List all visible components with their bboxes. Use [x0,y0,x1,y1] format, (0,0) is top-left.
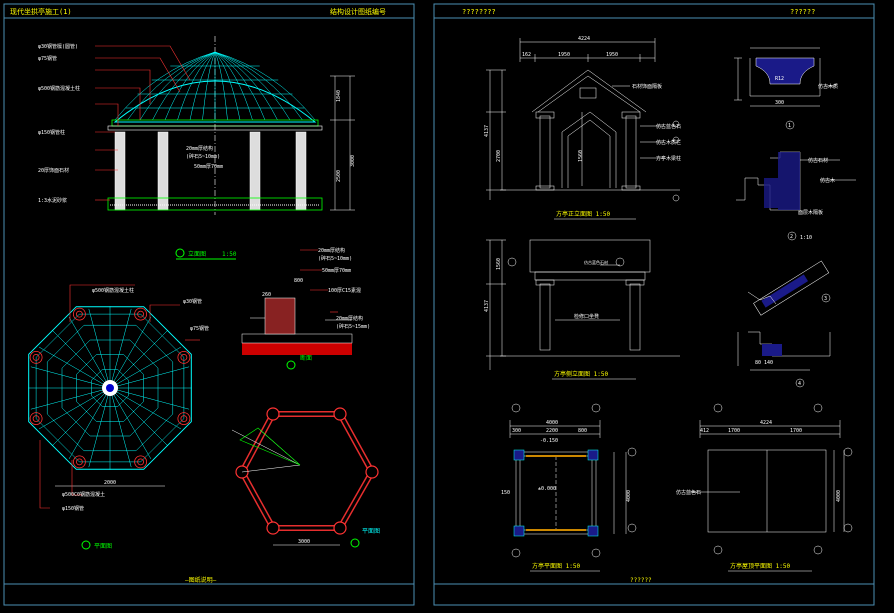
front-label-1: 石材饰面隔板 [632,83,662,90]
elev-label-2: φ75钢管 [38,55,57,62]
elev-dim-height: 3000 [350,155,356,167]
detail-label-3: 仿古木 [820,177,835,184]
front-label-2: 仿古蓝色石 [656,123,681,130]
side-elevation: 检修口坐凳 仿古蓝色石材 4137 1560 方亭侧立面图 1:50 [484,239,680,380]
side-dim-h3: 1560 [496,258,502,270]
detail-column: R12 300 仿古木质 1 仿古石材 仿古木 面层木隔板 2 1:10 3 8… [734,47,856,388]
elevation-title: 立面图 [188,250,206,258]
svg-text:R12: R12 [775,76,784,82]
roof-plan: 4224 1700 1700 412 4000 仿古蓝色石 方亭屋顶平面图 1:… [676,403,853,572]
plan-dim-side: 4000 [626,490,632,502]
left-header-code: 结构设计图纸编号 [330,7,386,16]
front-title: 方亭正立面图 1:50 [556,210,610,218]
elev-dim-col: 2500 [336,170,342,182]
right-sheet-frame [433,3,875,606]
svg-text:300: 300 [775,100,784,106]
elev-label-5: 20厚饰面石材 [38,167,69,174]
detail-label-4: 面层木隔板 [798,209,823,216]
footing-section: 20mm厚结构 (碎石5~10mm) 50mm厚70mm 100厚C15素混 2… [241,247,370,370]
sec-label-1: 20mm厚结构 [318,247,345,254]
left-sheet-frame [3,3,415,606]
sec-dim-a: 260 [262,292,271,298]
right-header-title: ???????? [462,8,496,16]
plan-elev: ±0.000 [538,486,556,492]
plan-label-1: φ500钢筋混凝土柱 [92,287,134,294]
detail-label-2: 仿古石材 [808,157,828,164]
roof-dim-r1: 1700 [728,428,740,434]
hex-base-plan: 3000 平面图 [231,407,380,548]
svg-text:80 140: 80 140 [755,360,773,366]
elev-center-3: 50mm厚70mm [194,164,223,170]
pavilion-plan: 4000 2200 800 300 -0.150 ±0.000 4000 150… [501,403,637,572]
elev-center-1: 20mm厚结构 [186,145,213,152]
detail-num-2: 2 [790,234,793,240]
sec-label-5: 20mm厚结构 [336,315,363,322]
front-dim-c: 162 [522,52,531,58]
sec-label-4: 100厚C15素混 [328,287,361,294]
plan-dim: 2000 [104,480,116,486]
plan-dim-p1: 4000 [546,420,558,426]
plan-label-5: φ150钢管 [62,505,84,512]
front-elevation: 4224 1950 1950 162 4137 2700 1560 石材饰面隔板… [484,36,681,220]
front-dim-w: 4224 [578,36,590,42]
detail-num-1: 1 [788,123,791,129]
elev-center-2: (碎石5~10mm) [186,153,220,160]
left-header-title: 现代坐拱亭施工(1) [10,7,72,16]
detail-num-3: 3 [824,296,827,302]
plan-label-3: φ75钢管 [190,325,209,332]
section-title: 断面 [300,354,312,362]
plan-title: 平面图 [94,543,112,550]
roof-dim-r2: 1700 [790,428,802,434]
hex-dim: 3000 [298,539,310,545]
dome-plan: 2000 φ500钢筋混凝土柱 φ30钢管 φ75钢管 φ500C0钢筋混凝土 … [28,284,209,550]
elev-dim-rise: 1840 [336,90,342,102]
side-label-1: 检修口坐凳 [574,313,599,320]
elev-label-3: φ500钢筋混凝土柱 [38,85,80,92]
roof-dim-side: 4000 [836,490,842,502]
plan-label-4: φ500C0钢筋混凝土 [62,491,105,498]
roof-dim-w: 4224 [760,420,772,426]
detail-label-1: 仿古木质 [818,83,838,90]
front-label-4: 方亭木梁柱 [656,155,681,162]
front-dim-h1: 4137 [484,125,490,137]
sec-dim-b: 800 [294,278,303,284]
plan-title-r: 方亭平面图 1:50 [532,562,580,570]
roof-title: 方亭屋顶平面图 1:50 [730,562,790,570]
right-header-code: ?????? [790,8,815,16]
sec-label-3: 50mm厚70mm [322,268,351,274]
elev-label-1: φ30钢管檩(圆管) [38,43,78,50]
plan-dim-gap: 150 [501,490,510,496]
detail-num-4: 4 [798,381,801,387]
sec-label-6: (碎石5~15mm) [336,323,370,330]
front-label-3: 仿古木质栏 [656,139,681,146]
side-title: 方亭侧立面图 1:50 [554,370,608,378]
right-footer: ?????? [630,577,652,584]
roof-dim-r3: 412 [700,428,709,434]
base-plan-title: 平面图 [362,528,380,535]
side-dim-h1: 4137 [484,300,490,312]
sec-label-2: (碎石5~10mm) [318,255,352,262]
plan-dim-p4: 300 [512,428,521,434]
side-label-2: 仿古蓝色石材 [584,259,608,265]
plan-dim-p3: 800 [578,428,587,434]
plan-dim-p2: 2200 [546,428,558,434]
front-dim-b: 1950 [606,52,618,58]
elev-label-6: 1:3水泥砂浆 [38,197,67,204]
roof-label: 仿古蓝色石 [676,489,701,496]
detail-scale: 1:10 [800,235,812,241]
elev-label-4: φ150钢管柱 [38,129,65,136]
left-footer: —图纸说明— [185,576,217,584]
front-dim-h3: 1560 [578,150,584,162]
plan-label-2: φ30钢管 [183,298,202,305]
front-dim-h2: 2700 [496,150,502,162]
plan-elev-2: -0.150 [540,438,558,444]
dome-elevation: φ30钢管檩(圆管) φ75钢管 φ500钢筋混凝土柱 φ150钢管柱 20厚饰… [38,36,356,260]
elevation-scale: 1:50 [222,251,237,258]
front-dim-a: 1950 [558,52,570,58]
